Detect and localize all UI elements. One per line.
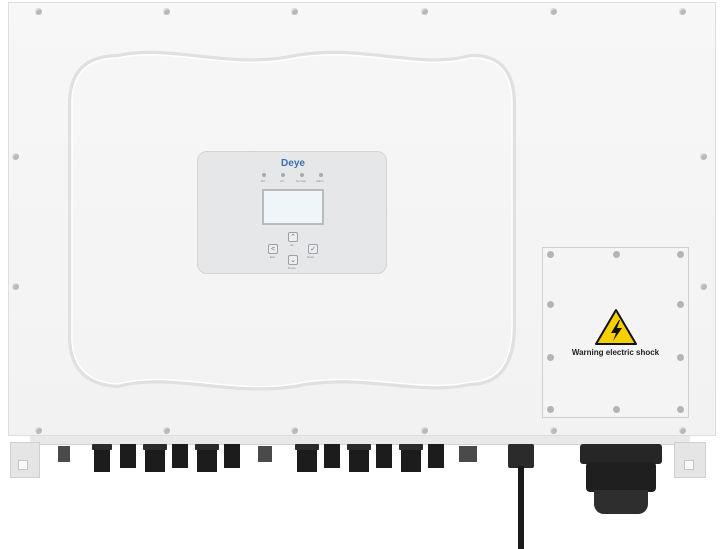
ac-cable-gland-seal: [594, 490, 648, 514]
housing-screw: [700, 283, 707, 290]
dc-connector: [58, 446, 70, 462]
connector-nut: [143, 444, 167, 450]
housing-screw: [12, 153, 19, 160]
housing-screw: [35, 8, 42, 15]
led-label-ac: AC: [280, 179, 285, 183]
led-label-alarm: Alarm: [316, 179, 324, 183]
cover-screw: [677, 406, 684, 413]
housing-screw: [679, 427, 686, 434]
comm-port-gland: [508, 444, 534, 468]
housing-screw: [679, 8, 686, 15]
cover-screw: [613, 406, 620, 413]
right-bracket-hole: [684, 460, 694, 470]
housing-screw: [421, 8, 428, 15]
housing-screw: [550, 8, 557, 15]
up-arrow-icon: ⌃: [290, 234, 296, 241]
left-bracket-hole: [18, 460, 28, 470]
led-label-dc: DC: [261, 179, 266, 183]
dc-connector: [459, 446, 477, 462]
cover-screw: [613, 251, 620, 258]
housing-screw: [35, 427, 42, 434]
lcd-screen: [262, 189, 324, 225]
down-key-button[interactable]: ⌄: [288, 255, 298, 265]
dc-connector: [258, 446, 272, 462]
led-indicator-dc: [262, 173, 266, 177]
led-indicator-alarm: [319, 173, 323, 177]
dc-connector: [94, 444, 110, 472]
esc-key-button[interactable]: <: [268, 244, 278, 254]
up-key-button[interactable]: ⌃: [288, 232, 298, 242]
led-indicator-normal: [300, 173, 304, 177]
cover-screw: [547, 301, 554, 308]
connector-nut: [295, 444, 319, 450]
dc-connector: [324, 444, 340, 468]
down-key-label: Down: [288, 266, 296, 270]
dc-connector: [401, 444, 421, 472]
dc-connector: [145, 444, 165, 472]
housing-screw: [700, 153, 707, 160]
down-arrow-icon: ⌄: [290, 257, 296, 264]
cover-screw: [677, 251, 684, 258]
ac-cable-gland-nut: [586, 462, 656, 492]
housing-screw: [12, 283, 19, 290]
cover-screw: [547, 354, 554, 361]
dc-connector: [297, 444, 317, 472]
dc-connector: [349, 444, 369, 472]
housing-screw: [550, 427, 557, 434]
enter-check-icon: ✓: [310, 246, 316, 253]
enter-key-label: Enter: [307, 255, 315, 259]
brand-logo: Deye: [281, 158, 305, 169]
housing-screw: [291, 8, 298, 15]
enter-key-button[interactable]: ✓: [308, 244, 318, 254]
led-label-normal: Normal: [296, 179, 306, 183]
dc-connector: [224, 444, 240, 468]
connector-nut: [195, 444, 219, 450]
housing-screw: [291, 427, 298, 434]
ac-cable-gland: [580, 444, 662, 464]
display-panel: Deye DC AC Normal Alarm ⌃ Up < Esc ✓ Ent…: [197, 151, 387, 274]
housing-screw: [421, 427, 428, 434]
ac-wiring-cover: Warning electric shock: [542, 247, 689, 418]
cover-screw: [547, 251, 554, 258]
cover-screw: [677, 301, 684, 308]
comm-cable: [518, 466, 524, 549]
dc-connector: [428, 444, 444, 468]
dc-connector: [120, 444, 136, 468]
left-arrow-icon: <: [270, 246, 276, 253]
warning-label-text: Warning electric shock: [571, 348, 660, 357]
dc-connector: [376, 444, 392, 468]
led-indicator-ac: [281, 173, 285, 177]
high-voltage-warning-icon: [595, 309, 637, 345]
connector-nut: [347, 444, 371, 450]
dc-connector: [172, 444, 188, 468]
connector-nut: [92, 444, 112, 450]
cover-screw: [547, 406, 554, 413]
up-key-label: Up: [290, 243, 294, 247]
esc-key-label: Esc: [270, 255, 276, 259]
connector-nut: [399, 444, 423, 450]
housing-screw: [163, 8, 170, 15]
cover-screw: [677, 354, 684, 361]
housing-screw: [163, 427, 170, 434]
dc-connector: [197, 444, 217, 472]
